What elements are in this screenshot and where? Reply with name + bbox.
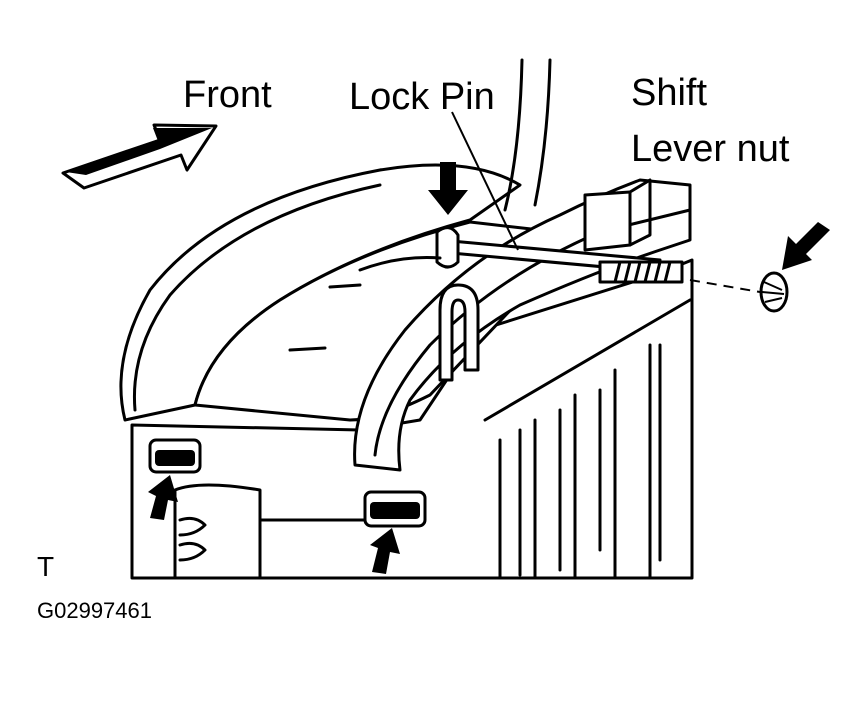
front-label: Front — [183, 74, 272, 116]
lever-frame — [353, 178, 692, 472]
housing-side-ribs — [483, 298, 692, 580]
front-direction-arrow — [61, 123, 218, 190]
front-face-recess — [173, 483, 382, 580]
lock-loop — [438, 283, 480, 382]
shaft-threads — [613, 260, 672, 284]
right-slot-arrow — [370, 528, 400, 574]
front-face-ridges — [178, 516, 207, 562]
lock-pin-down-arrow — [428, 162, 468, 215]
lock-pin-label: Lock Pin — [349, 76, 495, 118]
shift-lever-nut-label-line2: Lever nut — [631, 128, 790, 170]
figure-code: G02997461 — [37, 598, 152, 623]
shift-lever-nut-label-line1: Shift — [631, 72, 708, 114]
lock-pin-head — [435, 226, 460, 269]
nut-pointer-arrow — [782, 222, 830, 270]
shift-lever-nut — [759, 271, 789, 313]
lever-shaft — [598, 260, 684, 284]
left-slot-arrow — [148, 475, 178, 520]
frame-tab — [583, 190, 632, 252]
view-marker: T — [37, 551, 55, 582]
lock-pin-leader-line — [451, 111, 519, 251]
nut-axis-line — [689, 279, 761, 293]
shift-lever-rod — [503, 58, 552, 212]
